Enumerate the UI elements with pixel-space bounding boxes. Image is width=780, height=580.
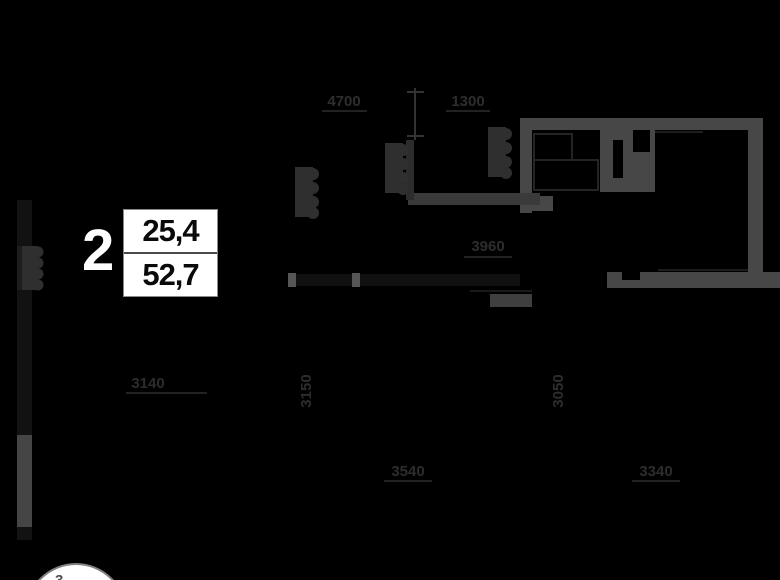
unit-area-card[interactable]: 25,4 52,7 xyxy=(123,209,218,297)
dim-right-vertical: 3050 xyxy=(550,374,567,407)
dimension-labels: 4700 1300 3960 3140 3540 3340 3150 3050 xyxy=(126,93,680,482)
dim-bottom-right: 3340 xyxy=(639,463,672,480)
total-area-value: 52,7 xyxy=(142,257,199,292)
dim-bottom-center: 3540 xyxy=(391,463,424,480)
living-area-value: 25,4 xyxy=(142,213,199,248)
walls xyxy=(17,118,780,527)
area-card-divider xyxy=(124,252,217,254)
dim-center: 3960 xyxy=(471,238,504,255)
dim-top-right: 1300 xyxy=(451,93,484,110)
dim-left-room: 3140 xyxy=(131,375,164,392)
unit-rooms-number: 2 xyxy=(82,218,114,283)
dim-left-vertical: 3150 xyxy=(298,374,315,407)
radiator-icon-hall-right xyxy=(488,127,512,179)
entrance-door-mark xyxy=(407,88,424,140)
radiator-icon-hall-left xyxy=(295,167,319,219)
section-badge-label: 3 xyxy=(55,572,63,580)
dim-top-left: 4700 xyxy=(327,93,360,110)
kitchen-fixtures xyxy=(533,133,599,191)
radiator-icon-hall-mid xyxy=(385,143,409,195)
radiator-icon-left-wall xyxy=(22,246,44,291)
